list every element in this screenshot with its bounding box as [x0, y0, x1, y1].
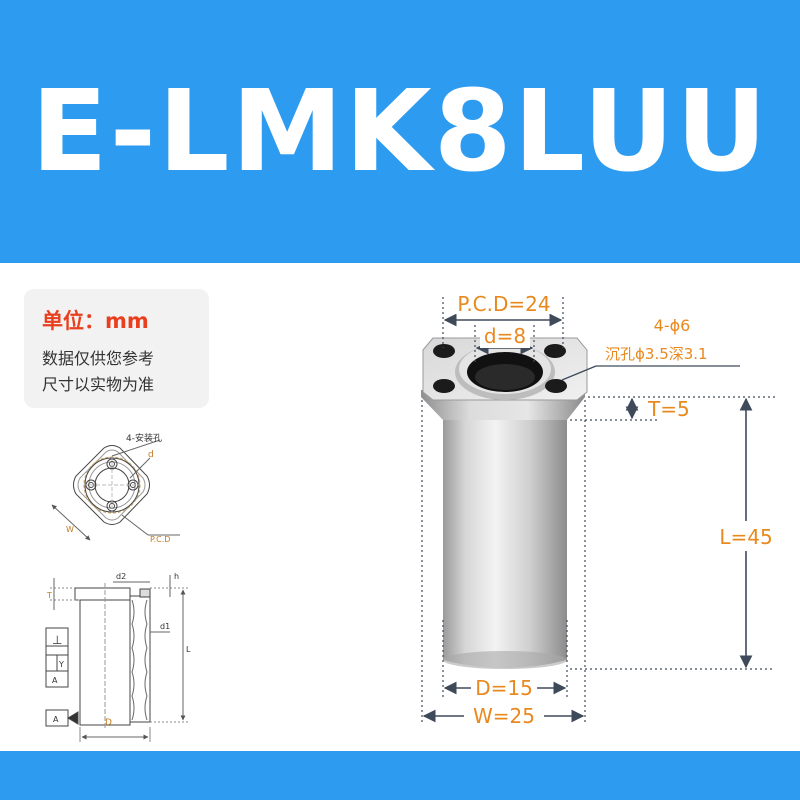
datum-a-box-label: A	[52, 676, 58, 685]
footer-bar	[0, 751, 800, 800]
length-label: L	[186, 645, 191, 654]
counterbore-dimension: 沉孔ϕ3.5深3.1	[605, 345, 708, 363]
width-dimension: W=25	[473, 704, 535, 728]
h-label: h	[174, 572, 179, 581]
bore-label: d	[148, 450, 154, 460]
diameter-label: D	[105, 718, 112, 728]
unit-info-card: 单位：mm 数据仅供您参考 尺寸以实物为准	[24, 289, 209, 408]
product-title: E-LMK8LUU	[31, 67, 769, 197]
reference-note: 数据仅供您参考	[42, 349, 155, 368]
side-view-schematic	[45, 575, 190, 742]
datum-y-label: Y	[58, 660, 64, 669]
datum-a-marker-label: A	[53, 715, 59, 724]
flange-thickness-label: T	[46, 591, 52, 600]
width-label: W	[66, 525, 74, 534]
actual-size-note: 尺寸以实物为准	[42, 375, 155, 394]
dimension-lines	[421, 297, 775, 723]
pcd-label: P.C.D	[150, 535, 170, 544]
linear-bearing-render	[421, 337, 588, 669]
outer-diameter-dimension: D=15	[475, 676, 533, 700]
mount-holes-dimension: 4-ϕ6	[654, 316, 691, 335]
flange-thickness-dimension: T=5	[647, 397, 690, 421]
d1-label: d1	[160, 622, 170, 631]
top-view-schematic	[51, 439, 180, 541]
bore-dimension: d=8	[484, 324, 526, 348]
title-banner	[0, 0, 800, 263]
perpendicularity-symbol: ⊥	[52, 633, 62, 647]
length-dimension: L=45	[719, 525, 772, 549]
unit-label: 单位：mm	[42, 309, 149, 333]
mount-holes-label: 4-安装孔	[126, 432, 162, 444]
pcd-dimension: P.C.D=24	[457, 292, 550, 316]
d2-label: d2	[116, 572, 126, 581]
